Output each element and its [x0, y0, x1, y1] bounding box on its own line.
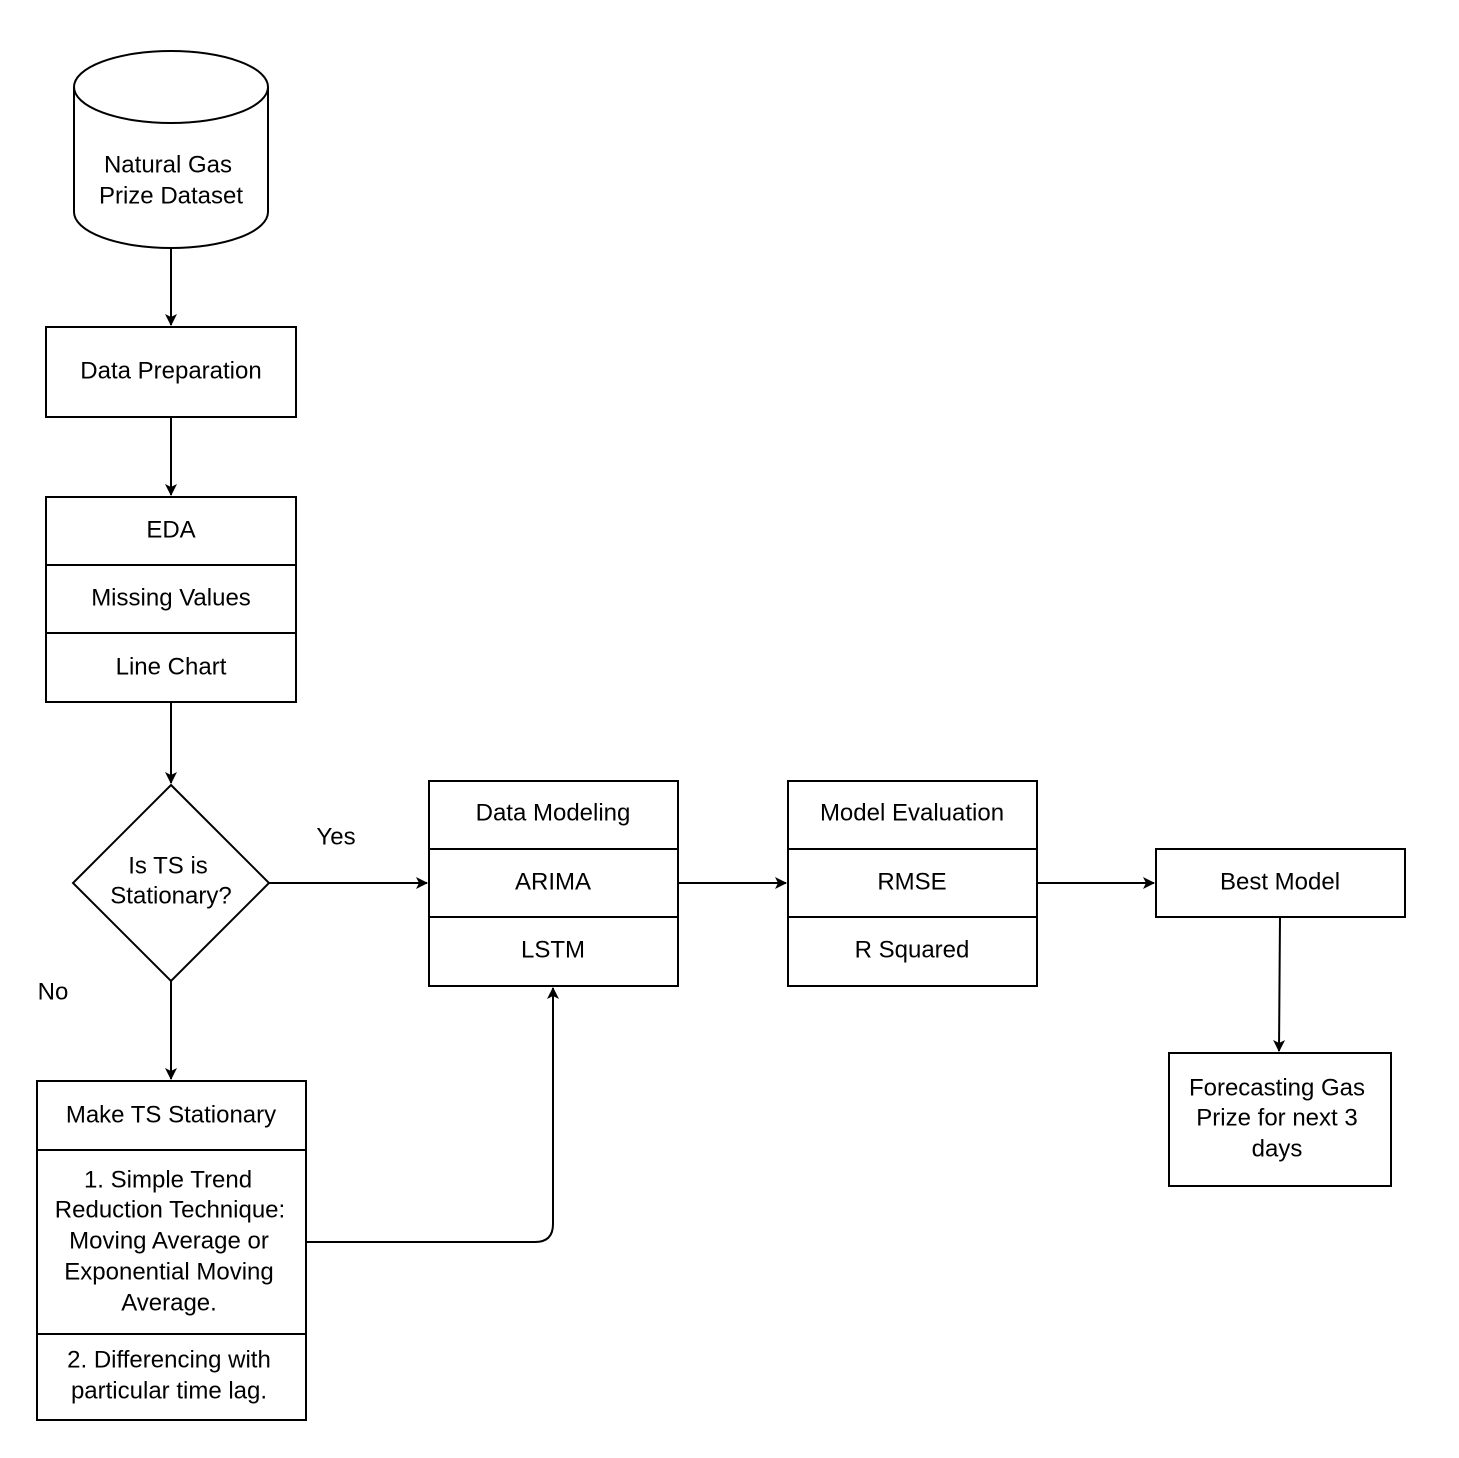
data-modeling-header: Data Modeling: [476, 799, 631, 826]
decision-label-line-1: Is TS is: [128, 852, 208, 879]
make-stationary-header: Make TS Stationary: [66, 1101, 276, 1128]
best-model-node[interactable]: Best Model: [1155, 848, 1406, 918]
edge-label-yes: Yes: [316, 823, 355, 850]
make-stationary-item1-line-5: Average.: [121, 1289, 217, 1316]
edge-label-no: No: [38, 978, 69, 1005]
forecasting-label-line-3: days: [1252, 1135, 1303, 1162]
forecasting-label-line-1: Forecasting Gas: [1189, 1074, 1365, 1101]
dataset-label-line-2: Prize Dataset: [99, 182, 243, 209]
model-evaluation-item-r-squared: R Squared: [855, 936, 970, 963]
decision-node[interactable]: Is TS is Stationary?: [71, 783, 271, 983]
dataset-node[interactable]: Natural Gas Prize Dataset: [73, 50, 269, 249]
edge-best-to-forecast: [1273, 916, 1286, 1052]
eda-item-missing-values: Missing Values: [91, 584, 251, 611]
eda-item-line-chart: Line Chart: [116, 653, 227, 680]
forecasting-label-line-2: Prize for next 3: [1196, 1104, 1357, 1131]
data-modeling-item-arima: ARIMA: [515, 868, 591, 895]
edges: [165, 248, 1286, 1243]
eda-node[interactable]: EDA Missing Values Line Chart: [45, 496, 297, 703]
dataset-label-line-1: Natural Gas: [104, 151, 232, 178]
model-evaluation-header: Model Evaluation: [820, 799, 1004, 826]
make-stationary-item1-line-4: Exponential Moving: [64, 1258, 273, 1285]
make-stationary-node[interactable]: Make TS Stationary 1. Simple Trend Reduc…: [36, 1080, 307, 1421]
best-model-label: Best Model: [1220, 868, 1340, 895]
data-modeling-item-lstm: LSTM: [521, 936, 585, 963]
make-stationary-item1-line-2: Reduction Technique:: [55, 1196, 285, 1223]
model-evaluation-node[interactable]: Model Evaluation RMSE R Squared: [787, 780, 1038, 987]
data-preparation-node[interactable]: Data Preparation: [45, 326, 297, 418]
make-stationary-item1-line-3: Moving Average or: [69, 1227, 269, 1254]
eda-header: EDA: [146, 516, 195, 543]
decision-label-line-2: Stationary?: [110, 882, 231, 909]
model-evaluation-item-rmse: RMSE: [877, 868, 946, 895]
forecasting-node[interactable]: Forecasting Gas Prize for next 3 days: [1168, 1052, 1392, 1187]
make-stationary-item2-line-1: 2. Differencing with: [67, 1346, 271, 1373]
data-preparation-label: Data Preparation: [80, 357, 261, 384]
make-stationary-item1-line-1: 1. Simple Trend: [84, 1166, 252, 1193]
make-stationary-item2-line-2: particular time lag.: [71, 1377, 267, 1404]
edge-stationary-to-modeling: [306, 987, 559, 1243]
data-modeling-node[interactable]: Data Modeling ARIMA LSTM: [428, 780, 679, 987]
